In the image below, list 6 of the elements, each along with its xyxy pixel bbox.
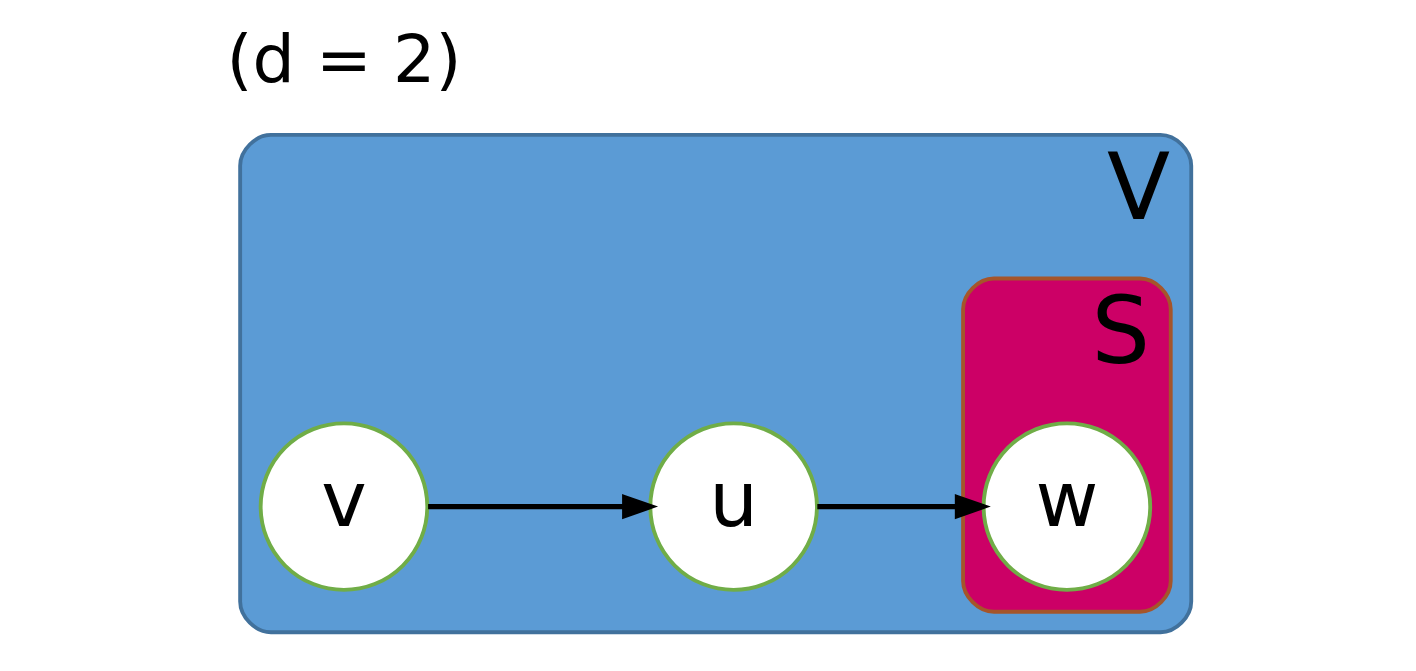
label: (d = 2) — [226, 19, 462, 98]
node-circle: w — [981, 421, 1153, 592]
node-circle: v — [258, 421, 430, 592]
node-circle: u — [648, 421, 819, 592]
arrow — [428, 494, 659, 520]
arrow — [817, 494, 991, 520]
